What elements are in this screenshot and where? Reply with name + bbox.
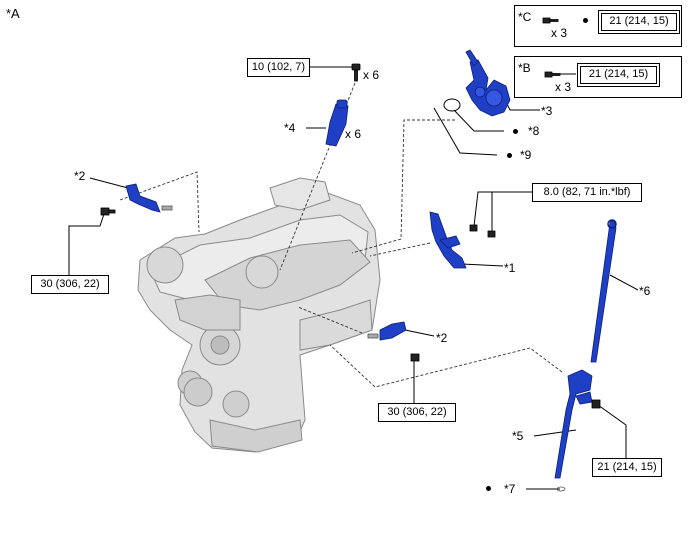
- o-ring: [443, 98, 461, 112]
- dipstick-guide: [554, 369, 593, 479]
- coil-bolt: [351, 63, 361, 82]
- o-ring-small: [556, 486, 566, 492]
- callout-9-dot: [507, 153, 512, 158]
- pump-assembly: [465, 49, 511, 117]
- callout-9: *9: [520, 148, 532, 162]
- coil-bolt-torque: 10 (102, 7): [247, 58, 310, 77]
- callout-4: *4: [284, 121, 296, 135]
- engine-assembly: [137, 177, 381, 453]
- bracket-bolts: [469, 224, 496, 238]
- dash-left-sensor: [119, 171, 200, 233]
- left-sensor-bolt: [100, 207, 116, 216]
- dash-right-sensor: [297, 306, 363, 334]
- solid-leaders: [68, 66, 639, 490]
- leader-dipstick-torque: [597, 404, 627, 458]
- dash-dipstick: [329, 344, 563, 388]
- leader-c2-top: [89, 177, 129, 189]
- knock-sensor-top: [125, 183, 173, 213]
- detail-b-label: *B: [518, 61, 531, 75]
- leader-c5: [533, 429, 577, 437]
- detail-b-frame: [514, 56, 682, 98]
- view-label: *A: [6, 6, 20, 21]
- detail-c-torque-box: 21 (214, 15): [598, 10, 680, 34]
- left-sensor-torque: 30 (306, 22): [31, 275, 109, 294]
- leader-c2-bottom: [404, 329, 435, 337]
- knock-sensor-bottom: [367, 321, 407, 341]
- coil-multiplier: x 6: [345, 127, 362, 141]
- callout-2-top: *2: [74, 169, 86, 183]
- leader-c8: [453, 109, 504, 132]
- dipstick-guide-bolt: [591, 399, 601, 409]
- right-sensor-torque: 30 (306, 22): [378, 403, 456, 422]
- dash-bracket: [369, 242, 431, 257]
- detail-c-label: *C: [518, 10, 532, 24]
- right-sensor-bolt: [410, 353, 420, 362]
- detail-b-multiplier: x 3: [555, 80, 572, 94]
- detail-bolt-b: [544, 71, 561, 78]
- callout-2-bottom: *2: [436, 331, 448, 345]
- leader-bracket-torque: [473, 191, 532, 227]
- callout-5: *5: [512, 429, 524, 443]
- coil-bolt-multiplier: x 6: [363, 68, 380, 82]
- callout-8-dot: [513, 129, 518, 134]
- leader-c6: [609, 274, 639, 291]
- callout-6: *6: [639, 284, 651, 298]
- leader-c1: [461, 263, 504, 267]
- blue-parts: [100, 17, 617, 492]
- leader-c9: [433, 107, 498, 156]
- bracket-bolt-torque: 8.0 (82, 71 in.*lbf): [532, 183, 642, 202]
- callout-3: *3: [541, 104, 553, 118]
- dash-pump: [351, 119, 455, 254]
- detail-bolt-c: [542, 17, 559, 24]
- detail-b-torque-box: 21 (214, 15): [577, 63, 660, 87]
- dashed-leaders: [119, 82, 563, 388]
- oil-dipstick: [590, 219, 617, 363]
- callout-7: *7: [504, 482, 516, 496]
- detail-c-dot: [583, 18, 588, 23]
- detail-c-multiplier: x 3: [551, 26, 568, 40]
- callout-1: *1: [504, 261, 516, 275]
- leader-left-sensor-torque: [68, 213, 105, 275]
- detail-c-frame: [514, 5, 682, 47]
- callout-7-dot: [486, 486, 491, 491]
- dash-coil: [279, 82, 356, 271]
- bracket: [429, 211, 467, 269]
- detail-c-torque: 21 (214, 15): [601, 13, 677, 31]
- callout-8: *8: [528, 124, 540, 138]
- ignition-coil: [325, 99, 349, 147]
- dipstick-guide-torque: 21 (214, 15): [592, 458, 662, 477]
- detail-b-torque: 21 (214, 15): [580, 66, 657, 84]
